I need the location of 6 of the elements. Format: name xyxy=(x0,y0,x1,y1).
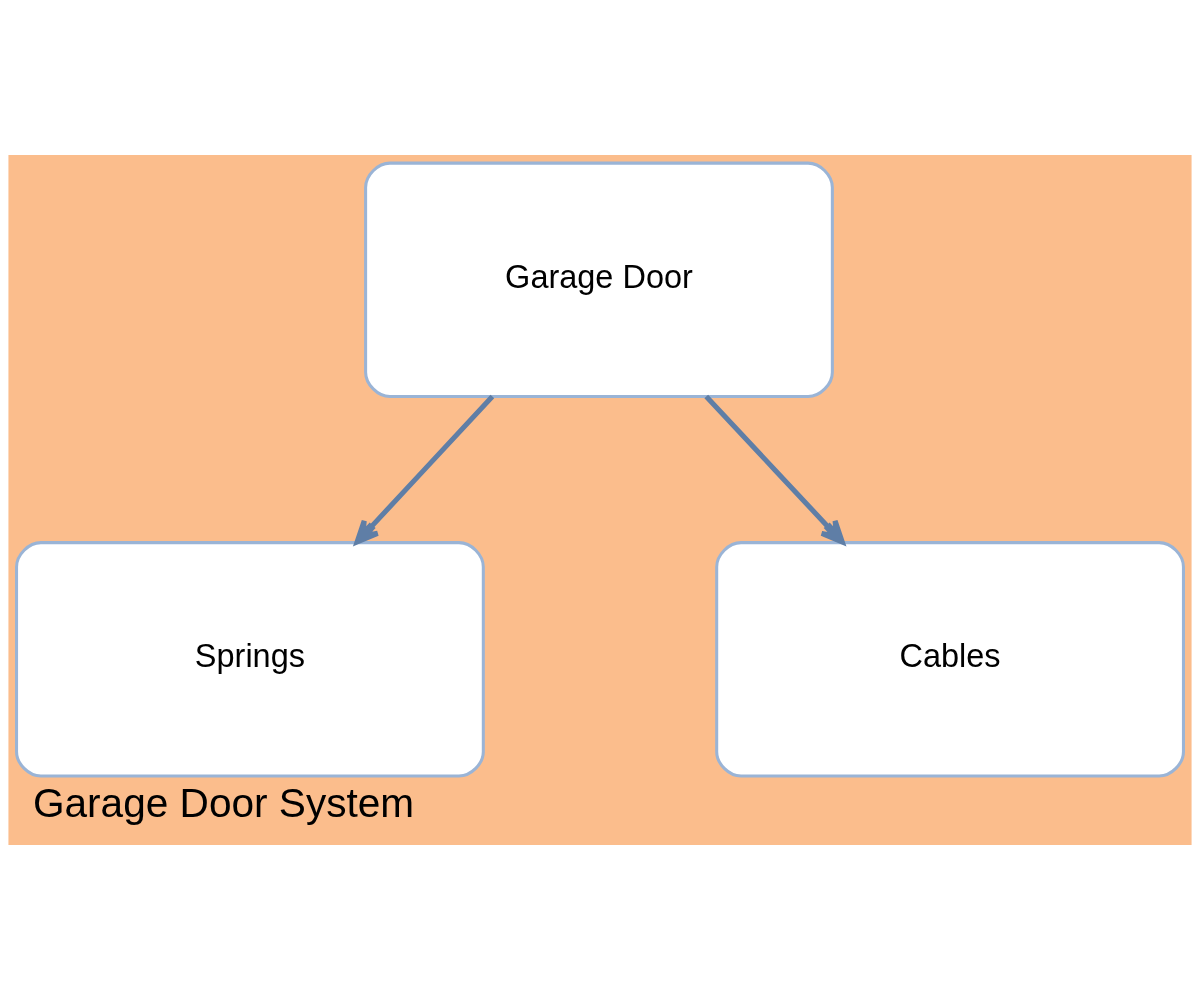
node-box: Cables xyxy=(715,541,1185,778)
arrow xyxy=(354,394,495,545)
node-box: Springs xyxy=(15,541,485,778)
arrow xyxy=(704,394,845,545)
caption: Garage Door System xyxy=(32,779,415,826)
node-box: Garage Door xyxy=(364,161,834,398)
